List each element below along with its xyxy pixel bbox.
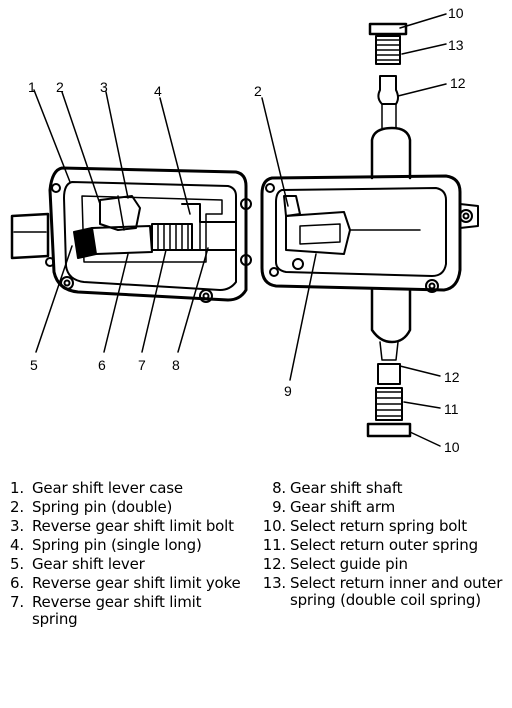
- legend-item-text: Spring pin (double): [32, 498, 173, 516]
- legend-item-text: Reverse gear shift limit bolt: [32, 517, 234, 535]
- legend-item-text: Gear shift lever case: [32, 479, 183, 497]
- legend-item-text: Reverse gear shift limit spring: [32, 593, 202, 628]
- legend-item-text: Reverse gear shift limit yoke: [32, 574, 241, 592]
- gear-shift-assembly-diagram: 1 2 3 4 2 5 6 7 8 9 10 13 12 12 11 10: [10, 5, 479, 455]
- legend-item-text: Select return spring bolt: [290, 517, 467, 535]
- legend-item-text: Select guide pin: [290, 555, 408, 573]
- legend-item: 6. Reverse gear shift limit yoke: [10, 575, 250, 592]
- legend-item: 8.Gear shift shaft: [258, 480, 508, 497]
- callout-10-bottom: 10: [444, 439, 460, 455]
- upper-select-tower: [368, 22, 412, 180]
- callout-10-top: 10: [448, 5, 464, 21]
- callout-5: 5: [30, 357, 38, 373]
- legend-item-text: Select return outer spring: [290, 536, 478, 554]
- legend-item-number: 5.: [10, 555, 24, 573]
- callout-2-left: 2: [56, 79, 64, 95]
- callout-8: 8: [172, 357, 180, 373]
- legend-item: 12.Select guide pin: [258, 556, 508, 573]
- callout-12-top: 12: [450, 75, 466, 91]
- legend-item: 1. Gear shift lever case: [10, 480, 250, 497]
- legend-item-number: 8.: [272, 479, 286, 497]
- callout-6: 6: [98, 357, 106, 373]
- callout-11: 11: [444, 401, 459, 417]
- legend-item-text: Select return inner and outer spring (do…: [290, 574, 503, 609]
- legend-item: 5. Gear shift lever: [10, 556, 250, 573]
- gear-shift-lever: [73, 225, 153, 259]
- legend-column-left: 1. Gear shift lever case 2. Spring pin (dou…: [10, 480, 250, 630]
- reverse-gear-shift-limit-spring: [151, 223, 193, 251]
- reverse-gear-shift-limit-bolt: [99, 195, 141, 231]
- legend-item-number: 13.: [262, 574, 286, 592]
- callout-12-bottom: 12: [444, 369, 460, 385]
- legend-item-number: 11.: [262, 536, 286, 554]
- legend-item-number: 2.: [10, 498, 24, 516]
- legend-item-number: 6.: [10, 574, 24, 592]
- callout-2-right: 2: [254, 83, 262, 99]
- legend-item: 3. Reverse gear shift limit bolt: [10, 518, 250, 535]
- legend-item: 13.Select return inner and outer spring …: [258, 575, 508, 609]
- legend-item-number: 7.: [10, 593, 24, 611]
- legend-item-number: 1.: [10, 479, 24, 497]
- legend-item-text: Gear shift lever: [32, 555, 145, 573]
- lower-select-tower: [366, 288, 412, 438]
- legend-item-text: Spring pin (single long): [32, 536, 202, 554]
- callout-3: 3: [100, 79, 108, 95]
- legend-item: 2. Spring pin (double): [10, 499, 250, 516]
- leader-lines: [33, 13, 447, 447]
- callout-9: 9: [284, 383, 292, 399]
- gear-shift-shaft: [181, 203, 237, 251]
- legend-item: 11.Select return outer spring: [258, 537, 508, 554]
- legend-item-number: 9.: [272, 498, 286, 516]
- legend-item-number: 10.: [262, 517, 286, 535]
- parts-legend: 1. Gear shift lever case 2. Spring pin (dou…: [0, 480, 512, 708]
- legend-item: 9.Gear shift arm: [258, 499, 508, 516]
- legend-item: 4. Spring pin (single long): [10, 537, 250, 554]
- legend-item-text: Gear shift arm: [290, 498, 396, 516]
- legend-item-number: 4.: [10, 536, 24, 554]
- callout-4: 4: [154, 83, 162, 99]
- callout-7: 7: [138, 357, 146, 373]
- legend-item: 10.Select return spring bolt: [258, 518, 508, 535]
- legend-item-number: 3.: [10, 517, 24, 535]
- legend-item-text: Gear shift shaft: [290, 479, 403, 497]
- callout-13: 13: [448, 37, 464, 53]
- callout-1: 1: [28, 79, 36, 95]
- legend-item: 7. Reverse gear shift limit spring: [10, 594, 250, 628]
- gear-shift-lever-case: [10, 166, 252, 303]
- select-housing: [260, 174, 479, 293]
- legend-item-number: 12.: [262, 555, 286, 573]
